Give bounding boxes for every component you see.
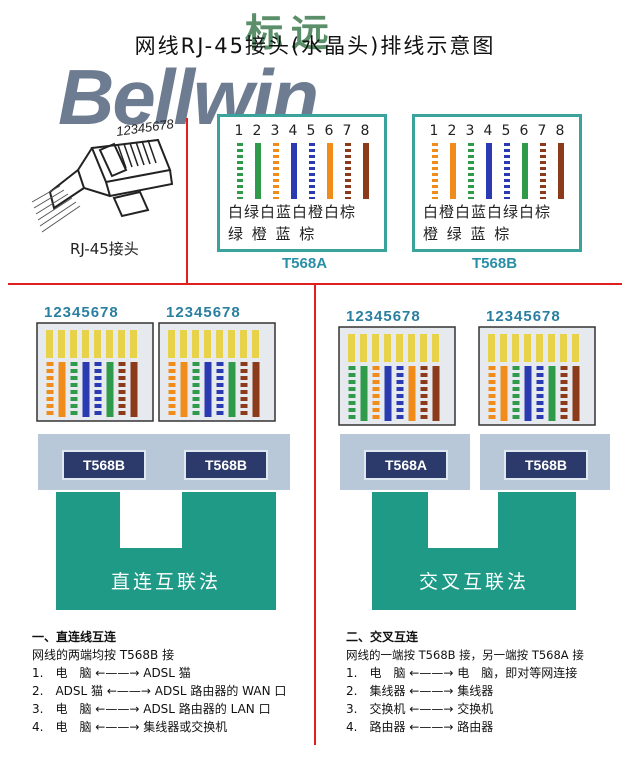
straight-connector-left xyxy=(36,322,154,422)
method-cross: 交叉互联法 xyxy=(418,571,529,593)
t568a-color-row1: 白绿白蓝白橙白棕 xyxy=(228,203,357,221)
method-straight: 直连互联法 xyxy=(110,571,221,593)
t568b-wire-colors xyxy=(432,143,564,199)
list-item: 2. 集线器 ←——→ 集线器 xyxy=(346,684,494,698)
t568a-label: T568A xyxy=(282,255,328,272)
rj45-plug-illustration xyxy=(31,138,174,233)
cross-connector-right xyxy=(478,326,596,426)
cross-heading: 二、交叉互连 xyxy=(346,630,419,644)
badge-straight-left: T568B xyxy=(62,450,146,480)
cable-gap xyxy=(120,492,182,548)
straight-connector-right xyxy=(158,322,276,422)
badge-cross-left: T568A xyxy=(364,450,448,480)
list-item: 2. ADSL 猫 ←——→ ADSL 路由器的 WAN 口 xyxy=(32,684,287,698)
list-item: 4. 路由器 ←——→ 路由器 xyxy=(346,720,494,734)
t568b-color-row1: 白橙白蓝白绿白棕 xyxy=(423,203,552,221)
list-item: 4. 电 脑 ←——→ 集线器或交换机 xyxy=(32,720,228,734)
t568b-color-row2: 橙 绿 蓝 棕 xyxy=(423,225,512,243)
straight-notes: 一、直连线互连 网线的两端均按 T568B 接 1. 电 脑 ←——→ ADSL… xyxy=(32,628,312,736)
divider-center-vertical xyxy=(314,283,316,745)
t568a-color-row2: 绿 橙 蓝 棕 xyxy=(228,225,317,243)
cross-connector-left xyxy=(338,326,456,426)
connector-pin-numbers: 12345678 xyxy=(486,308,561,325)
cross-notes: 二、交叉互连 网线的一端按 T568B 接，另一端按 T568A 接 1. 电 … xyxy=(346,628,628,736)
list-item: 1. 电 脑 ←——→ 电 脑，即对等网连接 xyxy=(346,666,578,680)
list-item: 3. 交换机 ←——→ 交换机 xyxy=(346,702,494,716)
plug-label: RJ-45接头 xyxy=(70,240,139,258)
list-item: 3. 电 脑 ←——→ ADSL 路由器的 LAN 口 xyxy=(32,702,271,716)
list-item: 1. 电 脑 ←——→ ADSL 猫 xyxy=(32,666,191,680)
connector-pin-numbers: 12345678 xyxy=(44,304,119,321)
straight-heading: 一、直连线互连 xyxy=(32,630,117,644)
cross-subtitle: 网线的一端按 T568B 接，另一端按 T568A 接 xyxy=(346,648,584,662)
brand-cn-watermark: 标远 xyxy=(245,11,338,55)
cable-gap xyxy=(428,492,498,548)
t568a-wire-colors xyxy=(237,143,369,199)
straight-subtitle: 网线的两端均按 T568B 接 xyxy=(32,648,175,662)
badge-cross-right: T568B xyxy=(504,450,588,480)
connector-pin-numbers: 12345678 xyxy=(166,304,241,321)
divider-top-vertical xyxy=(186,118,188,284)
t568b-label: T568B xyxy=(472,255,518,272)
connector-pin-numbers: 12345678 xyxy=(346,308,421,325)
badge-straight-right: T568B xyxy=(184,450,268,480)
page-title: 网线RJ-45接头(水晶头)排线示意图 xyxy=(134,34,496,58)
